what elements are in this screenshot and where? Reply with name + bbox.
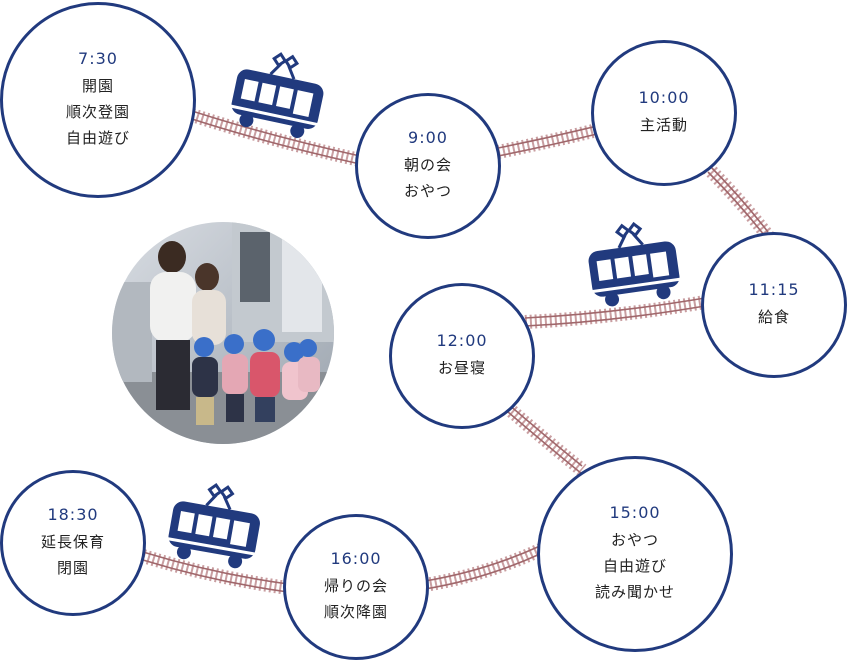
track-ties — [140, 549, 289, 595]
schedule-activity: 自由遊び — [602, 557, 667, 575]
track-rail — [142, 551, 289, 585]
schedule-activity: おやつ — [403, 182, 452, 200]
schedule-node-0730: 7:30 開園 順次登園 自由遊び — [0, 2, 196, 198]
schedule-activity: 延長保育 — [40, 533, 105, 551]
schedule-time: 7:30 — [78, 49, 118, 68]
schedule-activity: 給食 — [757, 308, 790, 326]
schedule-time: 9:00 — [408, 128, 448, 147]
schedule-activity: 朝の会 — [403, 156, 452, 174]
train-icon — [230, 52, 324, 138]
schedule-time: 12:00 — [436, 331, 488, 350]
train-icon — [167, 482, 260, 569]
track-rail — [142, 559, 289, 593]
schedule-activity: 閉園 — [56, 559, 89, 577]
track-ties — [703, 163, 774, 241]
schedule-time: 11:15 — [748, 280, 800, 299]
schedule-activity: 帰りの会 — [323, 577, 388, 595]
schedule-time: 18:30 — [47, 505, 99, 524]
schedule-activity: 開園 — [81, 77, 114, 95]
schedule-activity: 主活動 — [639, 116, 688, 134]
schedule-node-1830: 18:30 延長保育 閉園 — [0, 470, 146, 616]
schedule-activity: 順次登園 — [65, 103, 130, 121]
track-rail — [507, 403, 583, 467]
track-rail — [524, 297, 706, 319]
track-ties — [524, 295, 707, 329]
schedule-activity: 自由遊び — [65, 129, 130, 147]
schedule-activity: おやつ — [610, 531, 659, 549]
schedule-time: 16:00 — [330, 549, 382, 568]
schedule-node-1600: 16:00 帰りの会 順次降園 — [283, 514, 429, 660]
track-rail — [191, 118, 361, 165]
schedule-activity: お昼寝 — [437, 359, 486, 377]
schedule-node-0900: 9:00 朝の会 おやつ — [355, 93, 501, 239]
schedule-node-1500: 15:00 おやつ 自由遊び 読み聞かせ — [537, 456, 733, 652]
track-rail — [707, 163, 769, 233]
track-rail — [191, 110, 361, 157]
track-ties — [503, 402, 587, 476]
schedule-time: 10:00 — [638, 88, 690, 107]
track-rail — [507, 411, 583, 475]
schedule-node-1200: 12:00 お昼寝 — [389, 283, 535, 429]
schedule-time: 15:00 — [609, 503, 661, 522]
track-ties — [496, 123, 599, 159]
track-rail — [424, 553, 541, 590]
track-rail — [424, 545, 541, 582]
schedule-node-1000: 10:00 主活動 — [591, 40, 737, 186]
schedule-node-1115: 11:15 給食 — [701, 232, 847, 378]
track-rail — [524, 305, 706, 327]
track-rail — [497, 125, 598, 149]
train-icon — [588, 221, 681, 307]
schedule-activity: 読み聞かせ — [594, 583, 675, 601]
track-rail — [707, 171, 769, 241]
track-ties — [423, 543, 543, 592]
photo-children-walking — [112, 222, 334, 444]
track-rail — [497, 133, 598, 157]
schedule-activity: 順次降園 — [323, 603, 388, 621]
